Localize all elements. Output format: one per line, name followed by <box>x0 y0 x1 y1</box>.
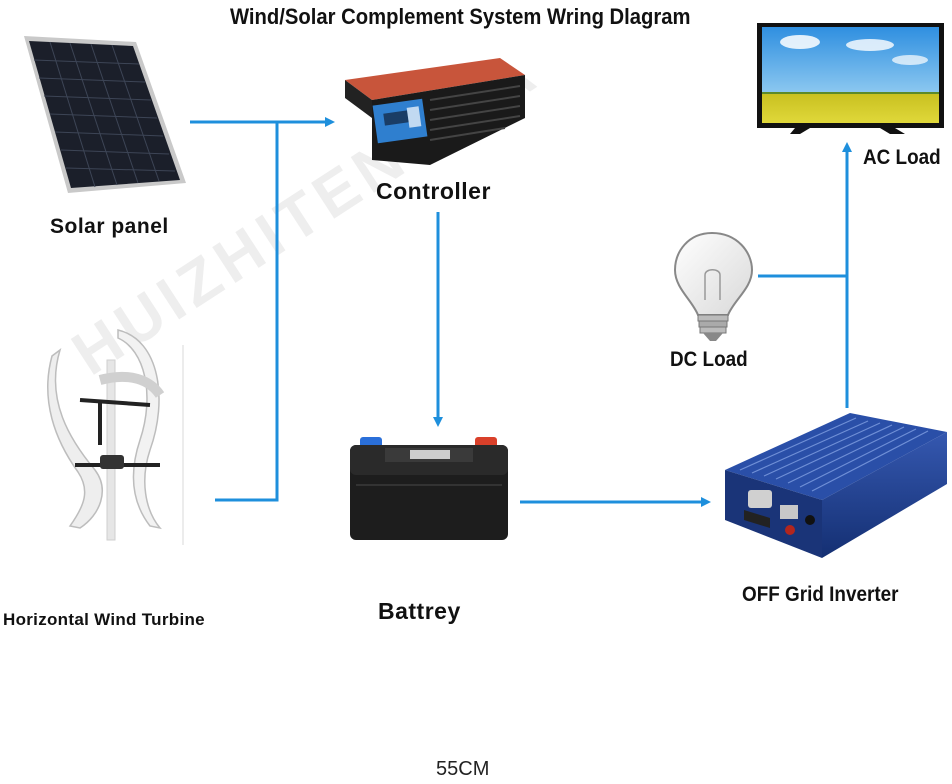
solar-panel-image <box>24 36 186 193</box>
dc-load-image <box>673 231 754 341</box>
inverter-image <box>725 413 947 558</box>
connection-lines <box>190 117 852 507</box>
ac-load-image <box>757 23 944 134</box>
inverter-label: OFF Grid Inverter <box>742 583 899 606</box>
ac-load-label: AC Load <box>863 146 941 169</box>
controller-label: Controller <box>376 178 491 204</box>
battery-image <box>350 437 508 540</box>
controller-image <box>345 58 525 165</box>
turbine-to-controller-line <box>215 122 279 502</box>
battery-label: Battrey <box>378 598 461 624</box>
diagram-title: Wind/Solar Complement System Wring Dlagr… <box>230 4 691 29</box>
size-note: 55CM <box>436 758 490 780</box>
wind-turbine-label: Horizontal Wind Turbine <box>3 610 205 629</box>
wind-turbine-image <box>47 329 184 545</box>
solar-panel-label: Solar panel <box>50 215 169 238</box>
dc-load-label: DC Load <box>670 348 748 371</box>
